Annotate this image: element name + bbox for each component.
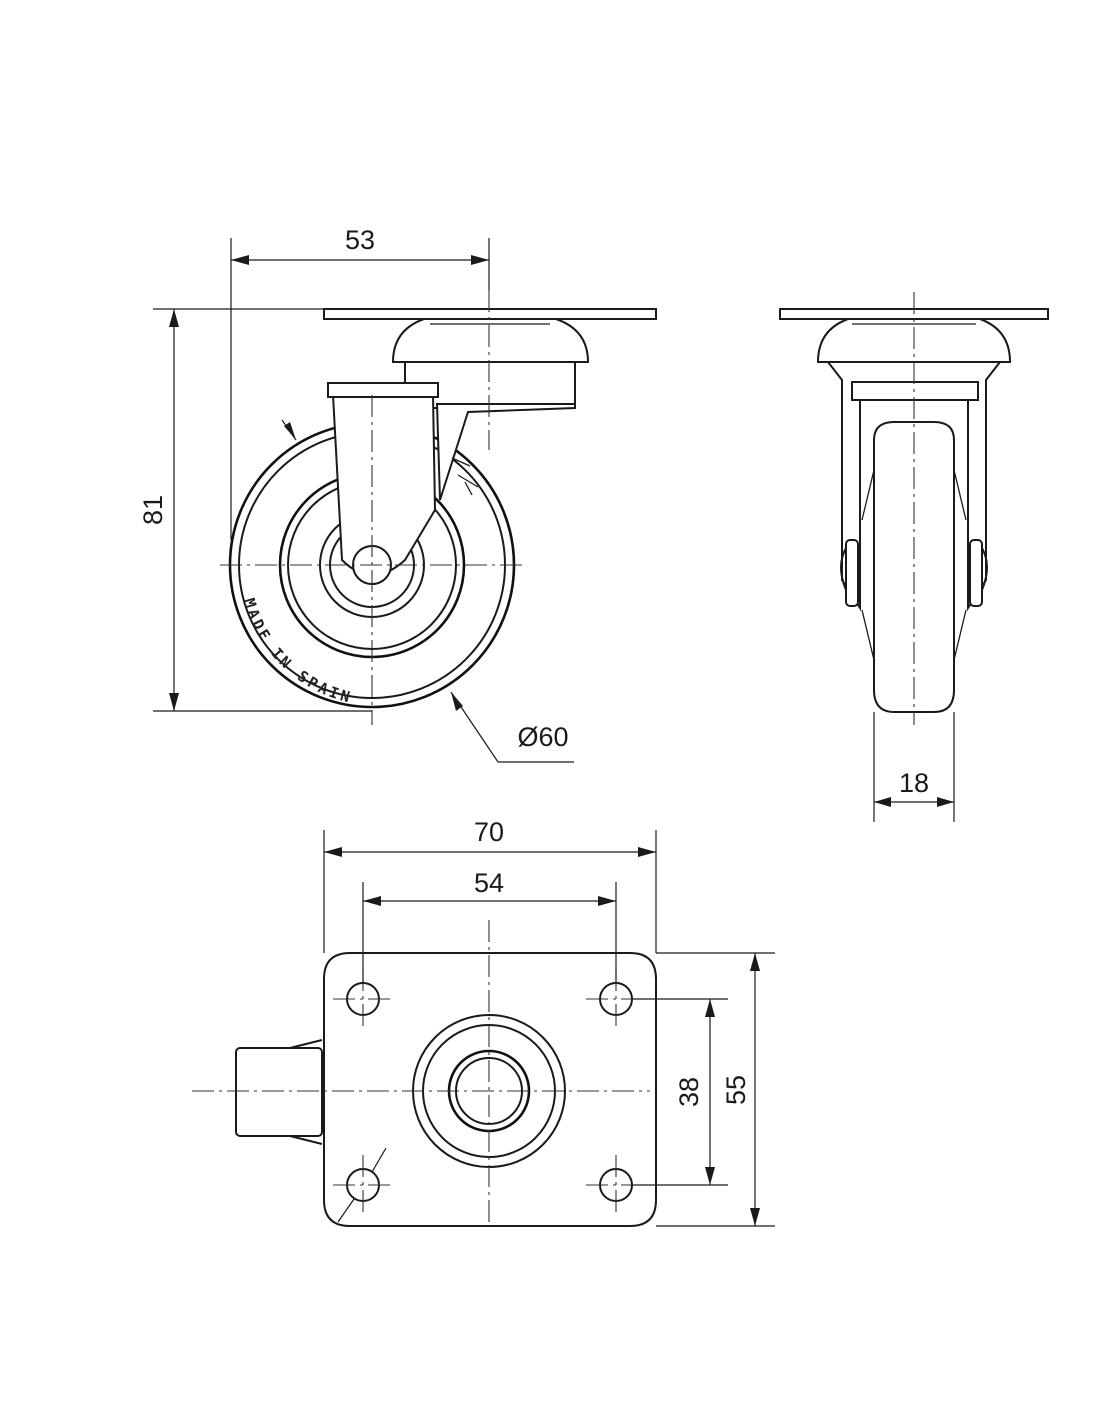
top-fork-stub [235,1047,323,1137]
dim-label-38: 38 [674,1077,704,1107]
dim-wheel-diameter: Ø60 [281,419,574,763]
dim-label-diameter: Ø60 [517,722,568,752]
side-fork [331,394,437,576]
dim-label-53: 53 [345,225,375,255]
side-view: MADE IN SPAIN [228,308,657,709]
side-rim-mark [451,457,479,496]
dim-label-81: 81 [138,495,168,525]
dim-overall-height: 81 [138,308,372,712]
front-axle-nut-left [845,539,859,607]
dim-plate-width: 55 [656,952,775,1227]
top-plate [323,952,657,1227]
side-swivel-race [391,318,590,363]
dim-label-70: 70 [474,817,504,847]
dim-hole-spacing-x: 54 [362,868,617,983]
dim-overall-width: 53 [230,225,490,540]
dim-label-55: 55 [721,1075,751,1105]
dim-plate-length: 70 [323,817,657,953]
dim-label-54: 54 [474,868,504,898]
side-fork-arm [435,403,576,501]
side-top-plate [323,308,657,320]
front-axle-nut-right [969,539,983,607]
dim-hole-spacing-y: 38 [632,998,728,1186]
dim-wheel-width: 18 [873,712,955,822]
dim-label-18: 18 [899,768,929,798]
center-lines [192,290,915,1225]
side-fork-top [327,382,439,398]
